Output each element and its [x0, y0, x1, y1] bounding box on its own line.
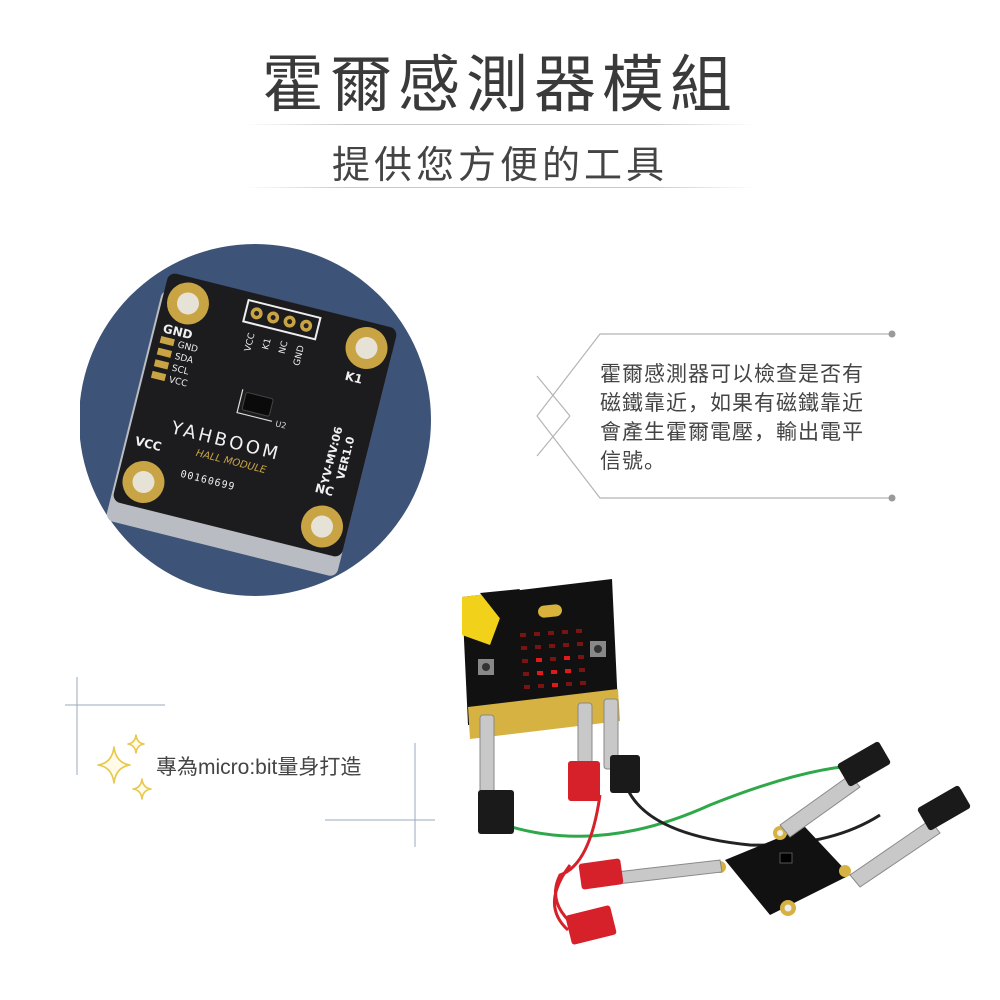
mounting-hole-bl — [122, 461, 165, 504]
tagline: 專為micro:bit量身打造 — [156, 756, 362, 779]
alligator-clip-red-top — [578, 858, 723, 890]
corner-label: VCC — [134, 434, 164, 454]
header-pin-row — [242, 298, 322, 341]
red-wire — [554, 794, 602, 932]
alligator-clip-middle — [568, 702, 600, 801]
alligator-clip-black-a — [779, 741, 891, 838]
hall-sensor-chip — [241, 392, 274, 417]
subtitle-divider — [245, 187, 755, 188]
alligator-clip-black-b — [849, 785, 971, 888]
header-pin-label: K1 — [261, 337, 274, 351]
description-line: 信號。 — [600, 449, 666, 473]
side-pin-label: SCL — [171, 364, 190, 378]
description-line: 磁鐵靠近，如果有磁鐵靠近 — [600, 391, 864, 415]
side-pad-column — [150, 335, 175, 382]
pcb-board — [113, 273, 397, 557]
red-wire — [553, 864, 572, 932]
page-subtitle: 提供您方便的工具 — [331, 143, 668, 187]
alligator-clip-right — [603, 698, 640, 793]
description-line: 會產生霍爾電壓，輸出電平 — [600, 420, 864, 444]
microbit-board — [462, 579, 620, 739]
callout-dot — [888, 494, 896, 502]
description-line: 霍爾感測器可以檢查是否有 — [600, 362, 864, 386]
hall-module-illustration: VCC K1 NC GND GND SDA SCL VCC GND K1 VCC… — [80, 244, 431, 596]
side-pin-label: VCC — [168, 375, 189, 389]
alligator-clip-red-bottom — [565, 905, 617, 945]
page-title: 霍爾感測器模組 — [261, 48, 738, 121]
black-wire — [626, 789, 881, 847]
header-pin-label: GND — [292, 344, 307, 367]
header-pin-label: VCC — [243, 332, 257, 353]
title-divider — [245, 124, 755, 125]
description-callout-frame — [536, 330, 896, 502]
corner-label: NC — [314, 481, 336, 499]
mounting-hole-tl — [166, 282, 209, 325]
side-pin-label: SDA — [173, 352, 194, 366]
tagline-frame — [65, 677, 435, 847]
side-pin-label: GND — [176, 340, 199, 355]
mounting-hole-tr — [345, 326, 388, 369]
hall-module-small — [714, 826, 851, 916]
header-pin-label: NC — [278, 340, 291, 355]
callout-dot — [888, 330, 896, 338]
microbit-setup-illustration — [462, 579, 971, 945]
green-wire — [504, 763, 871, 838]
feature-description: 霍爾感測器可以檢查是否有 磁鐵靠近，如果有磁鐵靠近 會產生霍爾電壓，輸出電平 信… — [600, 360, 900, 476]
alligator-clip-left — [478, 714, 514, 834]
sparkle-icon — [97, 734, 152, 800]
mounting-hole-br — [301, 505, 344, 548]
corner-label: K1 — [344, 369, 365, 387]
chip-label: U2 — [274, 419, 287, 430]
